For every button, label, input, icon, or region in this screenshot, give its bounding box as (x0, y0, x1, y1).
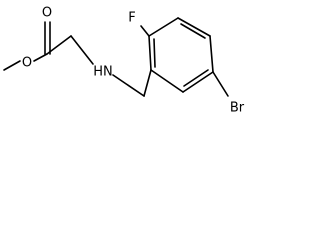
ring-bond-5 (182, 71, 214, 93)
ring-bond-6 (150, 69, 184, 93)
bond-methylene-amine (70, 35, 94, 65)
bond-ring-fluorine (140, 25, 150, 37)
ring-bond-2 (148, 17, 179, 37)
bond-benzyl-ring (143, 69, 152, 97)
ring-inner-bond-3 (183, 69, 209, 87)
ring-inner-bond-1 (153, 38, 156, 68)
atom-label-carbonyl-oxygen: O (42, 6, 52, 21)
bond-amine-benzyl (112, 74, 145, 97)
bond-methyl-ester-oxygen (3, 60, 21, 71)
ring-bond-1 (148, 35, 152, 71)
bond-ring-bromine (212, 71, 229, 97)
chemical-structure: O O HN F Br (3, 6, 245, 116)
atom-label-ester-oxygen: O (22, 56, 32, 71)
atom-label-amine: HN (93, 65, 113, 80)
ring-bond-4 (209, 35, 214, 73)
atom-label-bromine: Br (230, 101, 245, 116)
atom-label-fluorine: F (128, 11, 135, 26)
ring-inner-bond-2 (180, 23, 206, 39)
bond-ester-oxygen-carbonyl (33, 53, 48, 62)
bond-carbonyl-methylene (46, 35, 72, 55)
ring-bond-3 (177, 17, 211, 37)
